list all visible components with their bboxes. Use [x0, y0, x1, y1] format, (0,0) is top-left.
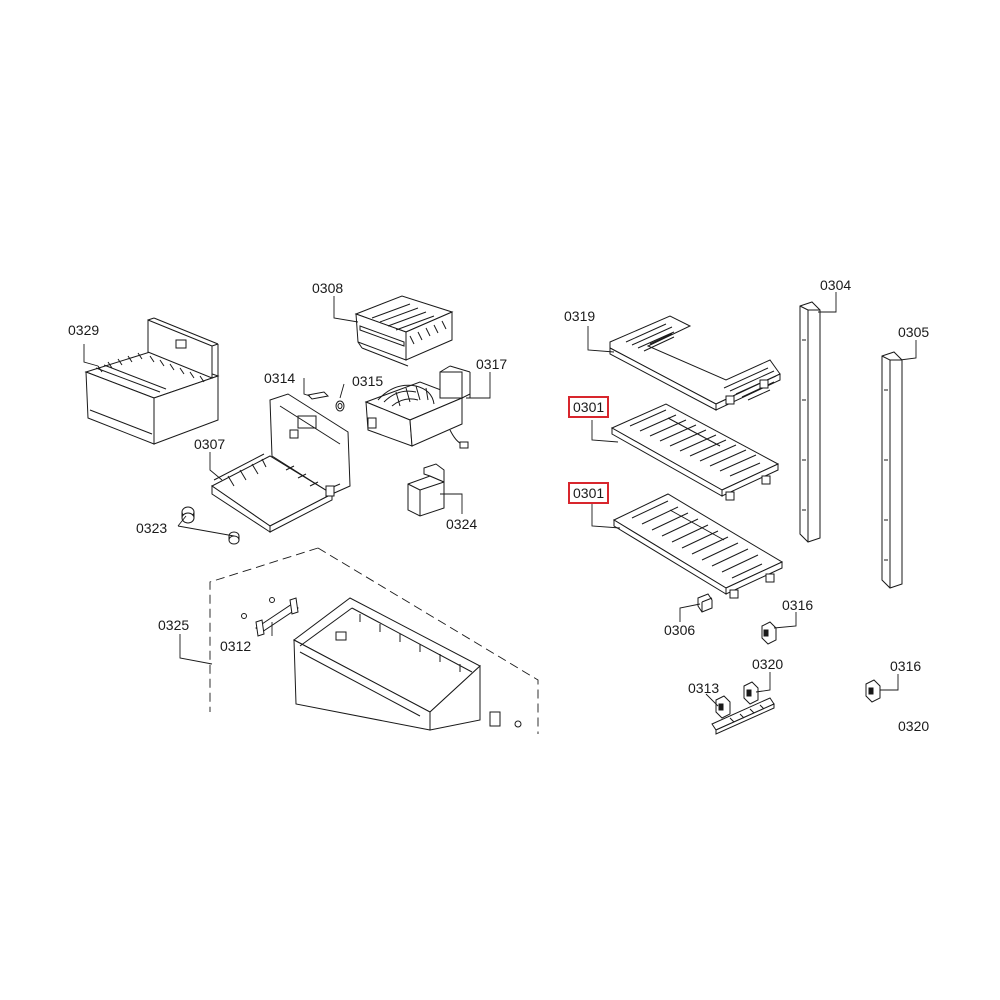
callout-0315: 0315: [352, 373, 384, 389]
callout-0325: 0325: [158, 617, 190, 633]
callout-0305: 0305: [898, 324, 930, 340]
part-0329-drawer: [84, 317, 220, 445]
part-0301-shelf-lower: [612, 493, 784, 599]
part-drawer-slide: [711, 697, 775, 735]
callout-0320-a: 0320: [752, 656, 784, 672]
callout-0301-lower: 0301: [568, 482, 610, 504]
part-0316-support-a: [761, 621, 777, 645]
callout-0329: 0329: [68, 322, 100, 338]
callout-0314: 0314: [264, 370, 296, 386]
callout-0308: 0308: [312, 280, 344, 296]
part-0315-ring: [335, 400, 345, 412]
part-0301-shelf-upper: [610, 403, 780, 501]
part-0312-slide: [241, 597, 299, 637]
callout-0312: 0312: [220, 638, 252, 654]
callout-0316-a: 0316: [782, 597, 814, 613]
callout-0316-b: 0316: [890, 658, 922, 674]
callout-0324: 0324: [446, 516, 478, 532]
callout-0306: 0306: [664, 622, 696, 638]
part-0304-rail: [799, 301, 821, 543]
callout-0317: 0317: [476, 356, 508, 372]
part-0307-housing: [211, 393, 351, 533]
callout-0304: 0304: [820, 277, 852, 293]
callout-0307: 0307: [194, 436, 226, 452]
part-0305-rail: [881, 351, 903, 589]
callout-0319: 0319: [564, 308, 596, 324]
part-0316-support-b: [865, 679, 881, 703]
part-0324-bracket: [407, 463, 445, 517]
part-0320-support-a: [743, 681, 759, 705]
callout-0323: 0323: [136, 520, 168, 536]
part-0313-support: [715, 695, 731, 719]
leader-lines: [83, 292, 917, 707]
part-0319-shelf: [609, 315, 781, 411]
part-0314-bar: [306, 391, 330, 400]
part-0308-ice-bin: [354, 295, 454, 367]
part-0317-ice-maker: [364, 365, 471, 449]
part-crisper-drawer: [293, 597, 522, 731]
part-0323-knobs: [181, 506, 240, 545]
callout-0313: 0313: [688, 680, 720, 696]
callout-0301-upper: 0301: [568, 396, 610, 418]
callout-0320-b: 0320: [898, 718, 930, 734]
part-0325-frame: [209, 547, 539, 734]
part-0306-clip: [697, 593, 713, 613]
